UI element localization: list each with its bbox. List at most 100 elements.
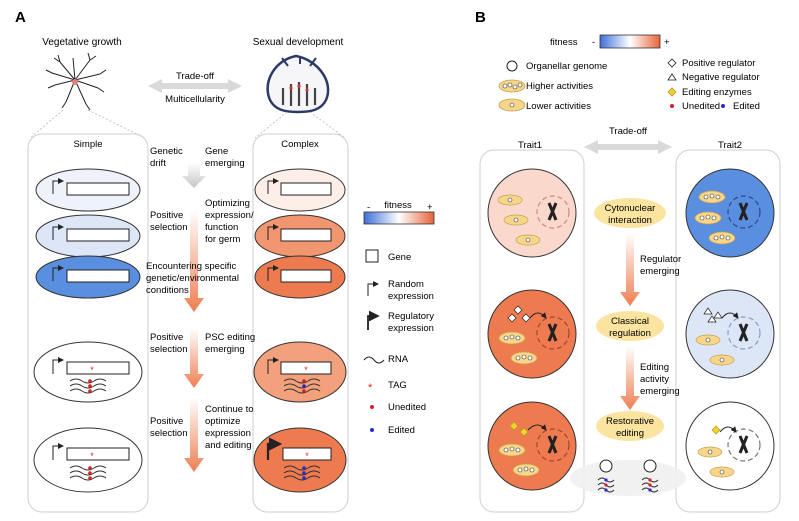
trait1-label: Trait1 (518, 140, 542, 151)
simple-cell-5: * (33, 427, 143, 493)
fan-lines-a (29, 109, 346, 139)
complex-label: Complex (281, 139, 319, 150)
step5-left-1: Positive (150, 416, 183, 427)
fitness-label-b: fitness (550, 37, 578, 48)
step2-left-1: Positive (150, 210, 183, 221)
panel-a-label: A (15, 9, 26, 26)
organellar-genome-icon (506, 60, 518, 72)
regulatory-expression-icon (367, 310, 380, 330)
fitness-bar-a (363, 211, 435, 225)
step5-left-2: selection (150, 428, 188, 439)
step1-left-1: Genetic (150, 146, 183, 157)
complex-cell-2 (254, 214, 346, 258)
stage2-line-1: Classical (611, 316, 649, 327)
step3-line-2: genetic/environmental (146, 273, 239, 284)
step2-right-4: for germ (205, 234, 240, 245)
legend-unedited-b: Unedited (682, 101, 720, 112)
svg-text:*: * (305, 451, 309, 461)
b-step2-line-2: activity (640, 374, 669, 385)
fitness-label-a: fitness (384, 200, 412, 211)
stage-classical (596, 311, 664, 341)
legend-random-2: expression (388, 291, 434, 302)
simple-cell-3 (35, 255, 141, 299)
fitness-bar-b (599, 34, 661, 49)
trait2-cell-3 (685, 401, 775, 491)
panel-b-label: B (475, 9, 486, 26)
sexual-development-title: Sexual development (253, 37, 344, 48)
step4-left-1: Positive (150, 332, 183, 343)
step1-left-2: drift (150, 158, 166, 169)
step2-left-2: selection (150, 222, 188, 233)
svg-text:*: * (90, 451, 94, 461)
legend-rna: RNA (388, 354, 409, 365)
stage-restorative (596, 411, 664, 441)
b-step2-line-1: Editing (640, 362, 669, 373)
legend-positive: Positive regulator (682, 58, 755, 69)
step2-right-2: expression/ (205, 210, 254, 221)
step5-right-1: Continue to (205, 404, 254, 415)
fitness-plus-a: + (427, 202, 433, 213)
svg-text:*: * (90, 365, 94, 375)
fruiting-body-icon (266, 54, 330, 114)
complex-cell-1 (254, 168, 346, 212)
random-expression-icon (367, 281, 379, 296)
vegetative-growth-title: Vegetative growth (42, 37, 122, 48)
complex-column (252, 133, 349, 513)
b-step1-line-2: emerging (640, 266, 680, 277)
edited-dot-a (370, 428, 374, 432)
lower-activity-icon (498, 98, 526, 112)
editing-arrow (620, 346, 640, 410)
step3-line-3: conditions (146, 285, 189, 296)
higher-activity-icon (498, 79, 526, 93)
stage-cytonuclear (594, 198, 666, 228)
fitness-plus-b: + (664, 37, 670, 48)
b-step2-line-3: emerging (640, 386, 680, 397)
simple-column (27, 133, 149, 513)
tradeoff-label-b: Trade-off (609, 126, 647, 137)
multicellularity-label: Multicellularity (165, 94, 225, 105)
step4-left-2: selection (150, 344, 188, 355)
regulator-arrow (620, 233, 640, 306)
bottom-transcripts (570, 459, 686, 496)
legend-gene: Gene (388, 252, 411, 263)
trait1-cell-1 (487, 168, 577, 258)
drift-arrow (182, 163, 206, 188)
step2-right-3: function (205, 222, 238, 233)
step5-right-2: optimize (205, 416, 240, 427)
trait1-cell-3 (487, 401, 577, 491)
simple-label: Simple (73, 139, 102, 150)
legend-edited-b: Edited (733, 101, 760, 112)
editing-enzyme-icon (667, 87, 677, 97)
negative-regulator-icon (667, 73, 677, 81)
simple-cell-4: * (33, 341, 143, 403)
trait2-cell-2 (685, 289, 775, 379)
fitness-minus-a: - (367, 202, 370, 213)
selection-arrow-3 (184, 398, 204, 472)
selection-arrow-1 (184, 210, 204, 312)
trait1-column (479, 149, 585, 513)
complex-cell-5: * (253, 427, 347, 493)
edited-dot-b (721, 104, 725, 108)
step5-right-3: expression (205, 428, 251, 439)
step1-right-1: Gene (205, 146, 228, 157)
complex-cell-4: * (253, 341, 347, 403)
simple-cell-2 (35, 214, 141, 258)
legend-higher: Higher activities (526, 81, 593, 92)
trait2-label: Trait2 (718, 140, 742, 151)
legend-random-1: Random (388, 279, 424, 290)
unedited-dot-a (370, 405, 374, 409)
fitness-minus-b: - (592, 37, 595, 48)
svg-text:*: * (304, 365, 308, 375)
trait2-cell-1 (685, 168, 775, 258)
tradeoff-label-a: Trade-off (176, 71, 214, 82)
legend-lower: Lower activities (526, 101, 591, 112)
legend-regulatory-1: Regulatory (388, 311, 434, 322)
b-step1-line-1: Regulator (640, 254, 681, 265)
rna-icon (363, 356, 385, 364)
complex-cell-3 (254, 255, 346, 299)
simple-cell-1 (35, 168, 141, 212)
positive-regulator-icon (667, 58, 677, 68)
gene-legend-icon (365, 249, 379, 263)
legend-negative: Negative regulator (682, 72, 760, 83)
